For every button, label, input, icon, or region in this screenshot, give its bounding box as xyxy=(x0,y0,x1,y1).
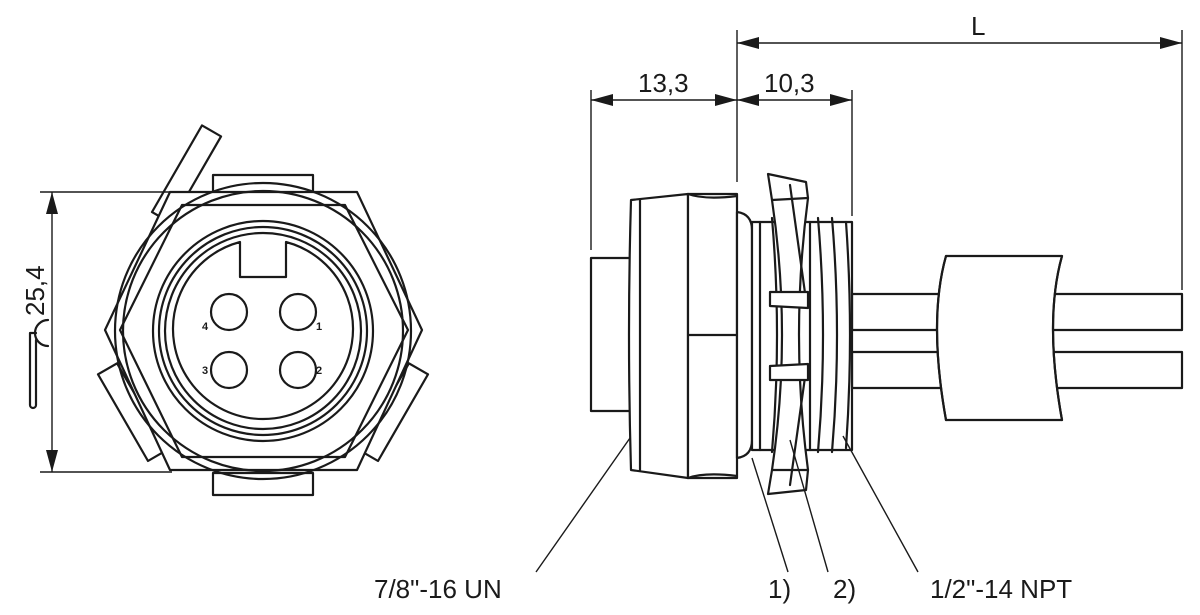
pin-2 xyxy=(278,350,318,390)
dim-thread-length: 10,3 xyxy=(764,68,815,98)
front-body xyxy=(627,192,690,480)
callout-front-thread: 7/8"-16 UN xyxy=(374,574,502,604)
diameter-value: 25,4 xyxy=(20,265,50,316)
side-view: 13,3 10,3 L 7/8"-16 UN 1) 2) 1/2"-14 NPT xyxy=(374,11,1184,604)
pin-4 xyxy=(209,292,249,332)
front-view: 1 2 3 4 25,4 xyxy=(20,124,430,497)
o-ring xyxy=(735,210,754,460)
outer-ring xyxy=(113,181,413,481)
pin-1 xyxy=(278,292,318,332)
dim-total-length: L xyxy=(971,11,985,41)
callout-rear-thread: 1/2"-14 NPT xyxy=(930,574,1072,604)
pin-3 xyxy=(209,350,249,390)
lock-washer xyxy=(766,172,810,496)
callout-note-1: 1) xyxy=(768,574,791,604)
callout-note-2: 2) xyxy=(833,574,856,604)
pin-label-1: 1 xyxy=(316,321,322,333)
cables xyxy=(850,254,1184,422)
pin-label-2: 2 xyxy=(316,365,322,377)
callouts: 7/8"-16 UN 1) 2) 1/2"-14 NPT xyxy=(374,435,1072,604)
dim-front-length: 13,3 xyxy=(638,68,689,98)
insert-face xyxy=(171,240,355,421)
front-face xyxy=(589,256,635,413)
dimensions: 13,3 10,3 L xyxy=(590,11,1183,290)
diameter-icon xyxy=(28,318,50,410)
diameter-dimension: 25,4 xyxy=(20,191,172,473)
coupling-ring xyxy=(151,219,375,443)
pin-label-3: 3 xyxy=(202,365,208,377)
pin-label-4: 4 xyxy=(202,321,209,333)
